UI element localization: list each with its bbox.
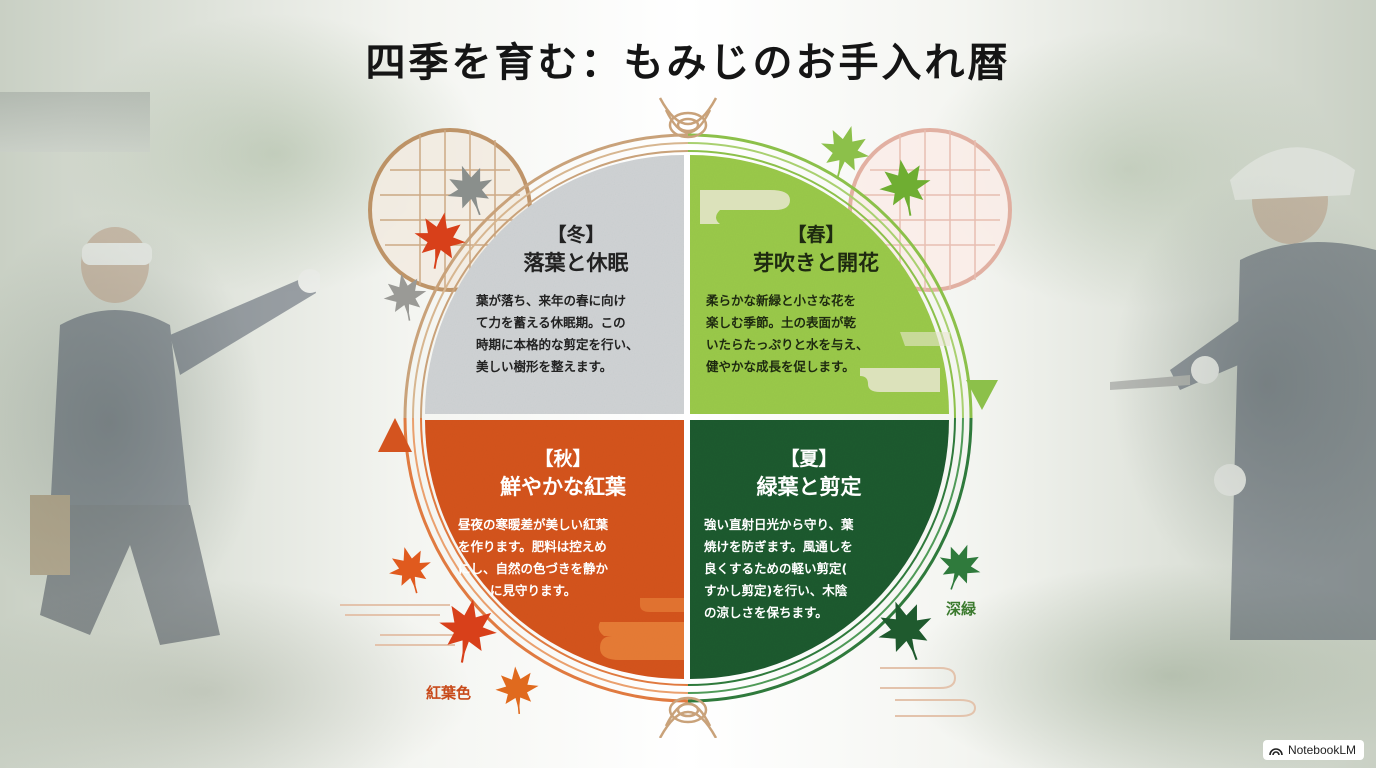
spring-panel: 【春】 芽吹きと開花 柔らかな新緑と小さな花を 楽しむ季節。土の表面が乾 いたら…: [706, 222, 926, 378]
spring-line: 楽しむ季節。土の表面が乾: [706, 315, 857, 330]
cloud-motif: [598, 190, 950, 660]
autumn-season-label: 【秋】: [534, 448, 592, 470]
season-cycle-diagram: [340, 97, 1012, 738]
gardener-right-illustration: [1110, 147, 1376, 640]
knot-icon-bottom: [658, 696, 718, 738]
arrow-icon: [378, 418, 412, 452]
winter-panel: 【冬】 落葉と休眠 葉が落ち、来年の春に向け て力を蓄える休眠期。この 時期に本…: [476, 222, 676, 378]
spring-line: いたらたっぷりと水を与え、: [706, 337, 869, 352]
autumn-color-label: 紅葉色: [426, 684, 472, 702]
spring-description: 柔らかな新緑と小さな花を 楽しむ季節。土の表面が乾 いたらたっぷりと水を与え、 …: [706, 290, 926, 378]
summer-panel: 【夏】 緑葉と剪定 強い直射日光から守り、葉 焼けを防ぎます。風通しを 良くする…: [704, 446, 914, 624]
quadrant-spring: [690, 155, 949, 414]
autumn-theme: 鮮やかな紅葉: [500, 474, 626, 499]
autumn-description: 昼夜の寒暖差が美しい紅葉 を作ります。肥料は控えめ にし、自然の色づきを静か に…: [458, 514, 668, 602]
spring-line: 健やかな成長を促します。: [706, 359, 855, 374]
summer-line: 良くするための軽い剪定(: [704, 561, 848, 576]
winter-line: 時期に本格的な剪定を行い、: [476, 337, 639, 352]
autumn-panel: 【秋】 鮮やかな紅葉 昼夜の寒暖差が美しい紅葉 を作ります。肥料は控えめ にし、…: [458, 446, 668, 602]
brand-label: NotebookLM: [1287, 743, 1356, 757]
autumn-line: を作ります。肥料は控えめ: [458, 539, 607, 554]
notebooklm-badge: NotebookLM: [1262, 740, 1364, 760]
spring-season-label: 【春】: [787, 224, 845, 246]
quadrant-winter: [425, 155, 684, 414]
autumn-line: にし、自然の色づきを静か: [458, 561, 609, 576]
arrow-icon: [966, 380, 998, 410]
summer-theme: 緑葉と剪定: [756, 474, 862, 499]
winter-description: 葉が落ち、来年の春に向け て力を蓄える休眠期。この 時期に本格的な剪定を行い、 …: [476, 290, 676, 378]
knot-icon-top: [658, 97, 718, 139]
spring-theme: 芽吹きと開花: [753, 250, 879, 275]
quadrant-summer: [690, 420, 949, 679]
winter-line: て力を蓄える休眠期。この: [476, 315, 626, 330]
autumn-line: に見守ります。: [490, 583, 577, 598]
page-title: 四季を育む：もみじのお手入れ暦: [365, 39, 1011, 86]
winter-season-label: 【冬】: [547, 224, 605, 246]
summer-season-label: 【夏】: [780, 448, 838, 470]
summer-description: 強い直射日光から守り、葉 焼けを防ぎます。風通しを 良くするための軽い剪定( す…: [704, 514, 914, 624]
notebooklm-logo-icon: [1269, 747, 1283, 755]
winter-line: 葉が落ち、来年の春に向け: [476, 293, 627, 308]
cloud-decoration: [340, 604, 977, 717]
winter-line: 美しい樹形を整えます。: [476, 359, 613, 374]
quadrant-autumn: [425, 420, 684, 679]
summer-line: 焼けを防ぎます。風通しを: [704, 539, 853, 554]
autumn-line: 昼夜の寒暖差が美しい紅葉: [458, 517, 609, 532]
summer-line: 強い直射日光から守り、葉: [704, 517, 854, 532]
gardener-left-illustration: [30, 227, 320, 645]
summer-color-label: 深緑: [946, 600, 977, 618]
spring-line: 柔らかな新緑と小さな花を: [706, 293, 857, 308]
summer-line: の涼しさを保ちます。: [704, 605, 828, 620]
summer-line: すかし剪定)を行い、木陰: [704, 583, 848, 598]
temple-roof-decoration: [0, 92, 150, 152]
winter-theme: 落葉と休眠: [523, 250, 629, 275]
